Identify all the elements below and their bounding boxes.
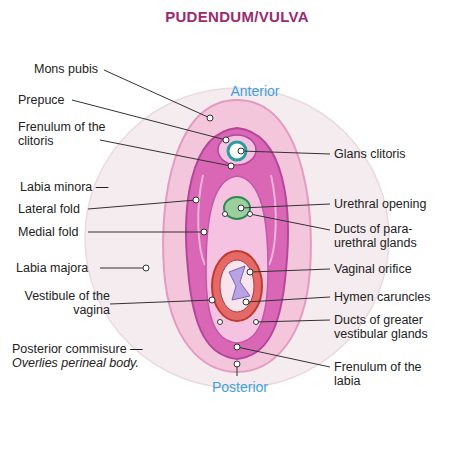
part-label: Labia minora — (20, 180, 130, 194)
diagram-title: PUDENDUM/VULVA (0, 8, 474, 25)
leader-line (250, 269, 330, 272)
part-label: Labia majora (16, 261, 106, 275)
pointer-dot (234, 344, 240, 350)
pointer-dot (243, 299, 249, 305)
leader-line (246, 297, 330, 302)
part-label: Hymen caruncles (334, 290, 469, 304)
part-label: Urethral opening (334, 197, 469, 211)
vaginal-orifice-shape (212, 251, 262, 321)
leader-line (104, 70, 210, 118)
part-label: Medial fold (18, 225, 98, 239)
vestibule-shape (206, 176, 268, 343)
part-label: Frenulum of the clitoris (18, 120, 108, 148)
lateral-fold-line (269, 175, 276, 265)
leader-line (256, 320, 330, 322)
pointer-dot (247, 269, 253, 275)
orientation-label: Posterior (190, 380, 290, 394)
leader-line (241, 151, 330, 154)
pointer-dot (238, 148, 244, 154)
leader-line (100, 268, 146, 269)
pointer-dot (223, 137, 229, 143)
leader-line (88, 200, 196, 209)
hymen-shape (220, 260, 254, 312)
orientation-label: Anterior (205, 84, 305, 98)
pointer-dot (234, 361, 240, 367)
part-label: Ducts of greater vestibular glands (334, 313, 464, 341)
part-label: Vaginal orifice (334, 262, 469, 276)
pointer-dot (254, 320, 259, 325)
part-label: Glans clitoris (334, 147, 469, 161)
pointer-dot (238, 205, 244, 211)
pointer-dot (223, 212, 228, 217)
pointer-dot (207, 115, 213, 121)
pointer-dot (143, 265, 149, 271)
labia-majora-shape (163, 100, 311, 372)
pointer-dots (143, 115, 259, 367)
part-note: Overlies perineal body. (12, 356, 182, 370)
part-label: Frenulum of the labia (334, 360, 424, 388)
pointer-dot (201, 229, 207, 235)
labia-minora-shape (186, 128, 288, 359)
part-label: Posterior commisure — (12, 342, 182, 356)
leader-lines (72, 70, 330, 376)
part-label: Ducts of para- urethral glands (334, 222, 439, 250)
leader-line (237, 347, 330, 367)
leader-line (88, 232, 204, 233)
part-label: Vestibule of the vagina (20, 289, 110, 317)
leader-line (110, 300, 212, 304)
lateral-fold-line (198, 175, 205, 265)
glans-clitoris-shape (228, 142, 246, 160)
pointer-dot (248, 212, 253, 217)
part-label: Lateral fold (18, 202, 98, 216)
prepuce-shape (218, 135, 256, 165)
pointer-dot (218, 320, 223, 325)
leader-line (241, 204, 330, 208)
leader-line (250, 214, 330, 230)
pointer-dot (228, 163, 234, 169)
pointer-dot (193, 197, 199, 203)
part-label: Mons pubis (34, 62, 114, 76)
pointer-dot (209, 297, 215, 303)
part-label: Prepuce (18, 93, 98, 107)
leader-line (100, 140, 231, 166)
